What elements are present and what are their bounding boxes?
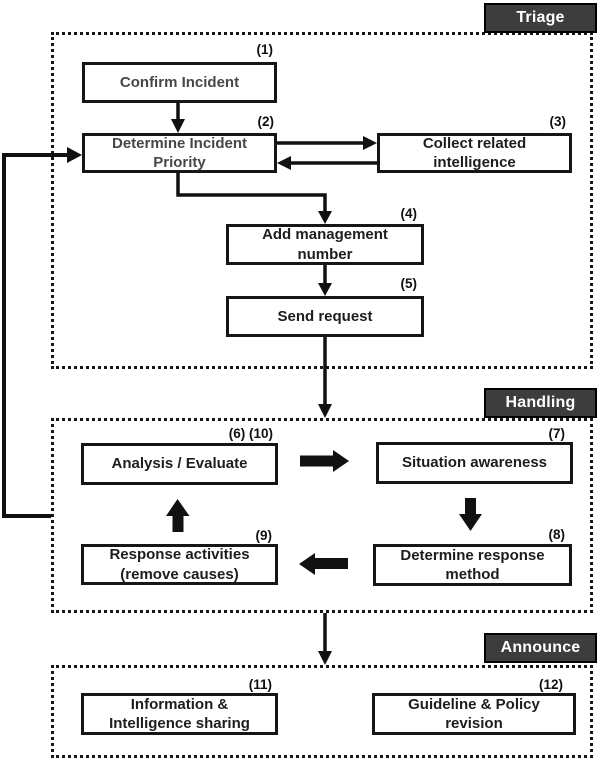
node-add-management-number: Add management number	[226, 224, 424, 265]
step-number-6-10: (6) (10)	[228, 426, 273, 441]
step-number-5: (5)	[400, 276, 418, 291]
step-number-3: (3)	[549, 114, 567, 129]
node-confirm-incident: Confirm Incident	[82, 62, 277, 103]
step-number-11: (11)	[248, 677, 272, 692]
node-determine-incident-priority: Determine Incident Priority	[82, 133, 277, 173]
handling-section-label: Handling	[484, 388, 597, 418]
arrowhead-5-to-handling	[318, 404, 332, 418]
triage-section-label: Triage	[484, 3, 597, 33]
node-send-request: Send request	[226, 296, 424, 337]
step-number-8: (8)	[548, 527, 566, 542]
announce-zone	[51, 665, 593, 758]
step-number-7: (7)	[548, 426, 566, 441]
step-number-4: (4)	[400, 206, 418, 221]
step-number-2: (2)	[257, 114, 275, 129]
step-number-9: (9)	[255, 528, 273, 543]
node-response-activities: Response activities (remove causes)	[81, 544, 278, 585]
step-number-1: (1)	[256, 42, 274, 57]
node-information-intelligence-sharing: Information & Intelligence sharing	[81, 693, 278, 735]
arrowhead-handling-to-announce	[318, 651, 332, 665]
node-situation-awareness: Situation awareness	[376, 442, 573, 484]
step-number-12: (12)	[538, 677, 563, 692]
announce-section-label: Announce	[484, 633, 597, 663]
node-analysis-evaluate: Analysis / Evaluate	[81, 443, 278, 485]
node-guideline-policy-revision: Guideline & Policy revision	[372, 693, 576, 735]
node-collect-related-intelligence: Collect related intelligence	[377, 133, 572, 173]
node-determine-response-method: Determine response method	[373, 544, 572, 586]
